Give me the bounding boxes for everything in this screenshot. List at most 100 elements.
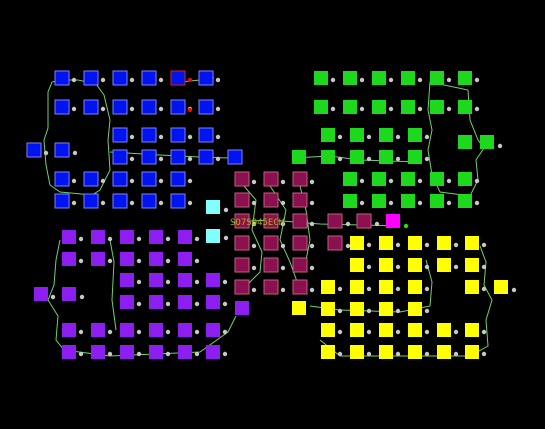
blue-chip [170, 149, 186, 165]
pin-dot [424, 286, 430, 292]
pin-dot [481, 351, 487, 357]
blue-chip [141, 99, 157, 115]
pin-dot [424, 351, 430, 357]
yellow-chip [437, 258, 451, 272]
pin-dot [107, 236, 113, 242]
maroon-chip [234, 257, 250, 273]
pin-dot [366, 264, 372, 270]
yellow-chip [494, 280, 508, 294]
pin-dot [280, 200, 286, 206]
violet-chip [120, 295, 134, 309]
green-chip [401, 172, 415, 186]
violet-chip [149, 323, 163, 337]
pin-dot [71, 77, 77, 83]
pin-dot [223, 235, 229, 241]
pin-dot [129, 106, 135, 112]
maroon-chip [234, 235, 250, 251]
pin-dot [453, 329, 459, 335]
maroon-chip [234, 279, 250, 295]
pin-dot [251, 287, 257, 293]
pin-dot [345, 221, 351, 227]
pin-dot [309, 265, 315, 271]
pin-dot [388, 200, 394, 206]
yellow-chip [379, 302, 393, 316]
blue-chip [141, 70, 157, 86]
yellow-chip [408, 345, 422, 359]
pin-dot [395, 351, 401, 357]
pin-dot [280, 179, 286, 185]
violet-chip [178, 323, 192, 337]
blue-chip [26, 142, 42, 158]
center-label: SO7SQ45ECH [230, 218, 284, 228]
pin-dot [222, 329, 228, 335]
pin-dot [194, 329, 200, 335]
pin-dot [129, 134, 135, 140]
violet-chip [91, 323, 105, 337]
blue-chip [112, 99, 128, 115]
green-chip [379, 150, 393, 164]
violet-chip [206, 345, 220, 359]
pin-dot [337, 329, 343, 335]
green-chip [343, 172, 357, 186]
blue-chip [54, 70, 70, 86]
green-chip [430, 194, 444, 208]
maroon-chip [327, 213, 343, 229]
pin-dot [359, 77, 365, 83]
pin-dot [194, 236, 200, 242]
pin-dot [417, 106, 423, 112]
blue-chip [198, 149, 214, 165]
pin-dot [158, 178, 164, 184]
cyan-chip [206, 229, 220, 243]
pin-dot [280, 287, 286, 293]
violet-chip [178, 273, 192, 287]
pin-dot [280, 221, 286, 227]
violet-chip [149, 295, 163, 309]
green-chip [430, 100, 444, 114]
pin-dot [453, 351, 459, 357]
pin-dot [309, 243, 315, 249]
pin-dot [366, 134, 372, 140]
maroon-chip [263, 235, 279, 251]
yellow-chip [408, 258, 422, 272]
pin-dot [43, 150, 49, 156]
maroon-chip [292, 279, 308, 295]
green-chip [458, 71, 472, 85]
pin-dot [395, 134, 401, 140]
pin-dot [251, 221, 257, 227]
pin-dot [446, 178, 452, 184]
yellow-chip [350, 236, 364, 250]
pin-dot [395, 156, 401, 162]
pin-dot [309, 200, 315, 206]
pin-dot [337, 134, 343, 140]
pin-dot [194, 351, 200, 357]
yellow-chip [437, 345, 451, 359]
pin-dot [187, 134, 193, 140]
pin-dot [78, 236, 84, 242]
violet-chip [149, 230, 163, 244]
green-chip [292, 150, 306, 164]
pin-dot [136, 351, 142, 357]
pin-dot [165, 279, 171, 285]
blue-chip [198, 99, 214, 115]
green-chip [343, 71, 357, 85]
pin-dot [129, 77, 135, 83]
blue-chip [83, 99, 99, 115]
pin-dot [497, 143, 503, 149]
pin-dot [222, 301, 228, 307]
pin-dot [251, 200, 257, 206]
blue-chip [83, 193, 99, 209]
violet-chip [62, 230, 76, 244]
violet-chip [120, 345, 134, 359]
blue-chip [170, 127, 186, 143]
pin-dot [446, 106, 452, 112]
green-chip [321, 150, 335, 164]
pin-dot [215, 106, 221, 112]
green-chip [321, 128, 335, 142]
pin-dot [187, 156, 193, 162]
green-chip [350, 128, 364, 142]
pin-dot [71, 200, 77, 206]
pin-dot [223, 207, 229, 213]
pin-layer [43, 77, 517, 357]
pin-dot [158, 134, 164, 140]
blue-chip [112, 193, 128, 209]
